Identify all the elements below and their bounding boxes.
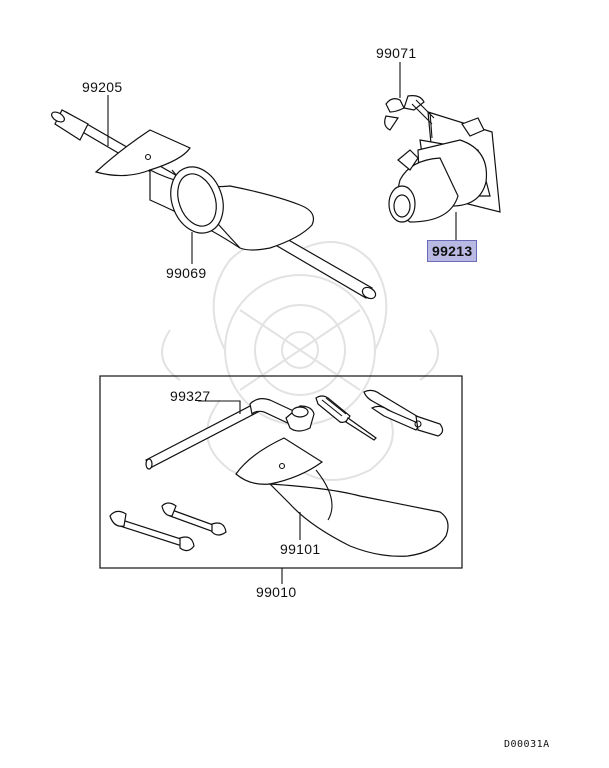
part-label-99327[interactable]: 99327: [170, 388, 211, 404]
open-end-wrench-1: [109, 510, 195, 552]
strap-99069: [170, 166, 224, 234]
part-label-99010[interactable]: 99010: [256, 584, 297, 600]
tool-bag-99101: [235, 437, 449, 557]
jack-99213: [388, 111, 501, 223]
wheel-nut-wrench-99327: [145, 398, 315, 470]
wing-bolt-99071: [384, 95, 435, 139]
tool-kit-frame: [99, 375, 463, 569]
diagram-code: D00031A: [504, 739, 550, 750]
pliers: [363, 389, 444, 437]
part-label-99205[interactable]: 99205: [82, 79, 123, 95]
screwdriver: [315, 395, 377, 441]
part-label-99213[interactable]: 99213: [427, 240, 478, 262]
part-label-99071[interactable]: 99071: [376, 45, 417, 61]
part-label-99101[interactable]: 99101: [280, 541, 321, 557]
part-label-99069[interactable]: 99069: [166, 265, 207, 281]
leader-lines: [107, 62, 457, 584]
open-end-wrench-2: [161, 502, 227, 536]
